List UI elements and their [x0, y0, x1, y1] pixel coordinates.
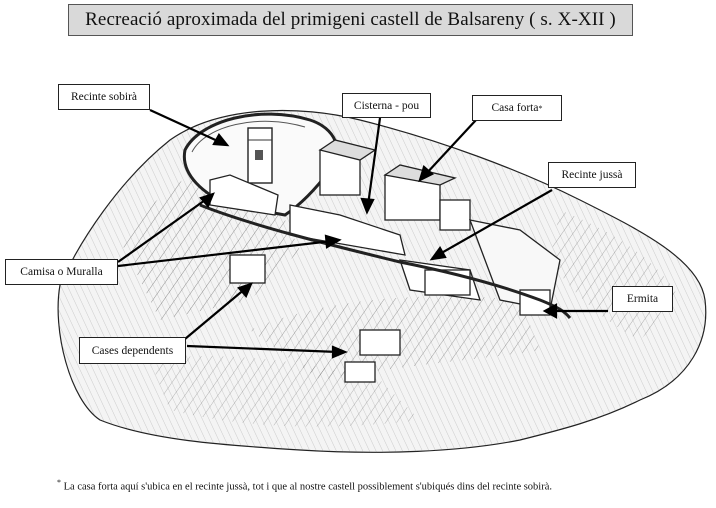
title-box: Recreació aproximada del primigeni caste… [68, 4, 633, 36]
footnote-text: La casa forta aquí s'ubica en el recinte… [63, 481, 553, 493]
footnote: * La casa forta aquí s'ubica en el recin… [57, 478, 552, 493]
pointer-arrows [117, 109, 608, 359]
label-recinte-sobira: Recinte sobirà [58, 84, 150, 110]
asterisk-mark: * [538, 103, 543, 113]
castle-buildings [209, 139, 561, 383]
label-casa-forta: Casa forta* [472, 95, 562, 121]
label-camisa-muralla: Camisa o Muralla [5, 259, 118, 285]
label-cases-dependents: Cases dependents [79, 337, 186, 364]
footnote-mark: * [57, 478, 61, 487]
label-recinte-jussa: Recinte jussà [548, 162, 636, 188]
label-ermita: Ermita [612, 286, 673, 312]
diagram-title: Recreació aproximada del primigeni caste… [85, 9, 616, 30]
lower-wall [199, 203, 572, 319]
label-cisterna-pou: Cisterna - pou [342, 93, 431, 118]
